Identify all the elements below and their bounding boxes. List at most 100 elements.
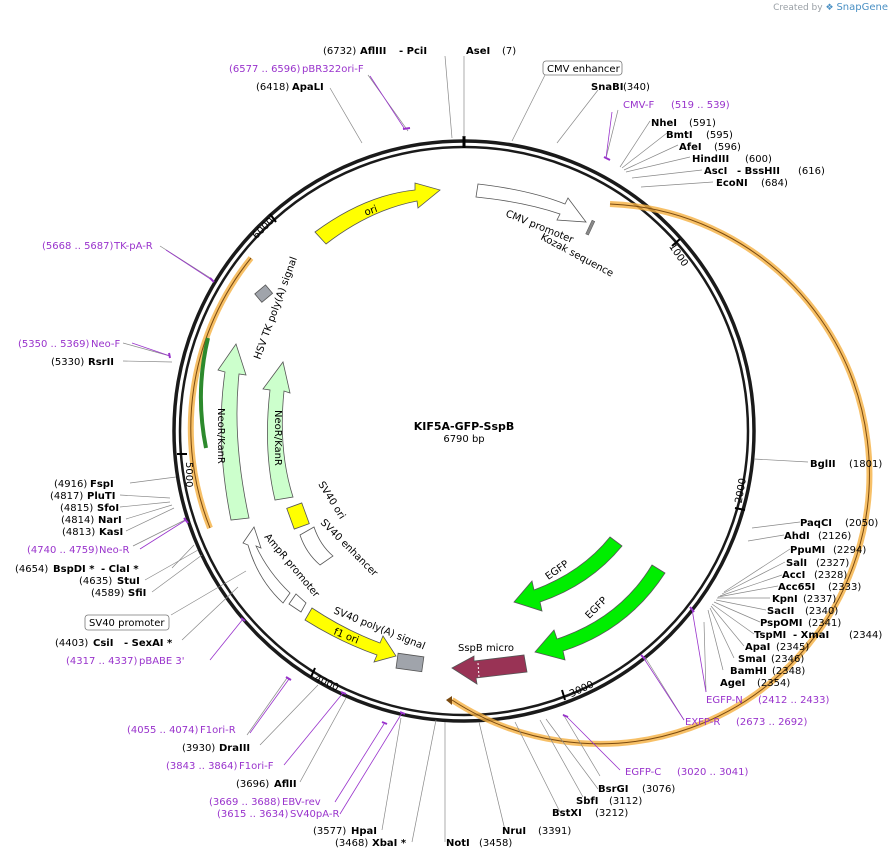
primer-egfp-n: EGFP-N	[706, 695, 743, 706]
site-sfii-pos: (4589)	[91, 588, 124, 599]
sspb-micro-feature	[451, 654, 528, 685]
site-bspdi: BspDI *	[53, 564, 95, 575]
site-stui-pos: (4635)	[79, 576, 112, 587]
sv40-enhancer-label: SV40 enhancer	[318, 517, 380, 579]
site-ahdi-pos: (2126)	[818, 531, 851, 542]
site-sali: SalI	[786, 558, 807, 569]
site-pspomi-pos: (2341)	[808, 618, 841, 629]
ampr-small-arrow	[288, 593, 307, 613]
site-agei-pos: (2354)	[757, 678, 790, 689]
plasmid-length: 6790 bp	[443, 434, 484, 445]
site-sfii: SfiI	[128, 588, 146, 599]
primer-egfp-c-pos: (3020 .. 3041)	[677, 767, 749, 778]
primer-leader-lines	[131, 75, 707, 815]
primer-pbr322ori: pBR322ori-F	[302, 64, 364, 75]
primer-f1ori-r-pos: (4055 .. 4074)	[127, 725, 199, 736]
site-bsrgi: BsrGI	[598, 784, 628, 795]
site-kasi-pos: (4813)	[62, 527, 95, 538]
sv40-promoter-label: SV40 promoter	[89, 618, 165, 629]
site-sfoi-pos: (4815)	[60, 503, 93, 514]
site-acci-pos: (2328)	[814, 570, 847, 581]
kozak-feature	[585, 219, 596, 236]
site-smai-pos: (2346)	[771, 654, 804, 665]
ampr-promoter-feature	[242, 526, 291, 604]
primer-sv40pa-r: SV40pA-R	[290, 809, 339, 820]
site-afliii: AflIII	[360, 46, 386, 57]
site-clai: - ClaI *	[101, 564, 139, 575]
site-sexai: - SexAI *	[124, 638, 173, 649]
site-noti: NotI	[446, 838, 470, 849]
site-ppumi: PpuMI	[790, 545, 825, 556]
site-bsshii: - BssHII	[737, 166, 780, 177]
site-sfoi: SfoI	[97, 503, 119, 514]
site-fspi: FspI	[90, 479, 114, 490]
site-fspi-pos: (4916)	[54, 479, 87, 490]
kozak-label: Kozak sequence	[539, 232, 615, 280]
neo-kan-inner-label: NeoR/KanR	[272, 410, 283, 466]
orange-band-neo-left-core	[190, 257, 252, 529]
egfp-upper-feature	[513, 536, 623, 612]
primer-ebv-rev: EBV-rev	[282, 797, 321, 808]
tick-label-4000: 4000	[313, 673, 341, 694]
site-rsrii-pos: (5330)	[51, 357, 84, 368]
primer-egfp-c: EGFP-C	[625, 767, 661, 778]
site-kpni-pos: (2337)	[803, 594, 836, 605]
site-labels: (6732) AflIII - PciI AseI (7) (6577 .. 6…	[15, 46, 882, 849]
site-nari: NarI	[98, 515, 122, 526]
primer-f1ori-f-pos: (3843 .. 3864)	[166, 761, 238, 772]
site-kpni: KpnI	[772, 594, 798, 605]
site-bmti-pos: (595)	[706, 130, 733, 141]
brand-prefix: Created by	[773, 3, 823, 13]
site-bamhi-pos: (2348)	[772, 666, 805, 677]
site-pluti-pos: (4817)	[50, 491, 83, 502]
plasmid-name: KIF5A-GFP-SspB	[414, 420, 515, 433]
site-hpai-pos: (3577)	[313, 826, 346, 837]
primer-f1ori-f: F1ori-F	[239, 761, 274, 772]
site-asei: AseI	[466, 46, 490, 57]
site-bglii: BglII	[810, 459, 836, 470]
cmv-enhancer-box	[542, 60, 623, 76]
site-nari-pos: (4814)	[61, 515, 94, 526]
site-sacii: SacII	[767, 606, 794, 617]
site-bsrgi-pos: (3076)	[642, 784, 675, 795]
site-bstxi-pos: (3212)	[595, 808, 628, 819]
site-afei-pos: (596)	[714, 142, 741, 153]
primer-neo-f-pos: (5350 .. 5369)	[18, 339, 90, 350]
tick-label-2000: 2000	[734, 477, 749, 504]
site-sbfi-pos: (3112)	[609, 796, 642, 807]
sv40-ori-feature	[286, 502, 310, 530]
site-paqci-pos: (2050)	[845, 518, 878, 529]
primer-pbabe3: pBABE 3'	[139, 656, 185, 667]
site-sacii-pos: (2340)	[805, 606, 838, 617]
primer-marks	[168, 127, 695, 725]
site-ppumi-pos: (2294)	[833, 545, 866, 556]
sv40-ori-label: SV40 ori	[315, 480, 347, 522]
ori-feature	[314, 182, 441, 245]
site-acci: AccI	[782, 570, 805, 581]
site-csii: CsiI	[93, 638, 113, 649]
site-asei-pos: (7)	[502, 46, 516, 57]
neo-kan-outer-label: NeoR/KanR	[215, 408, 226, 464]
site-paqci: PaqCI	[800, 518, 832, 529]
site-nhei-pos: (591)	[689, 118, 716, 129]
orange-band-arrowhead	[446, 696, 452, 705]
primer-neo-r-pos: (4740 .. 4759)	[27, 545, 99, 556]
site-bspdi-pos: (4654)	[15, 564, 48, 575]
site-hpai: HpaI	[351, 826, 377, 837]
site-econi: EcoNI	[716, 178, 748, 189]
site-bstxi: BstXI	[552, 808, 582, 819]
primer-egfp-n-pos: (2412 .. 2433)	[758, 695, 830, 706]
site-nrui-pos: (3391)	[538, 826, 571, 837]
primer-neo-f: Neo-F	[91, 339, 121, 350]
site-csii-pos: (4403)	[55, 638, 88, 649]
primer-exfp-r: EXFP-R	[685, 717, 720, 728]
cmv-enhancer-label: CMV enhancer	[547, 64, 621, 75]
primer-ebv-rev-pos: (3669 .. 3688)	[209, 797, 281, 808]
brand-name: SnapGene	[836, 2, 888, 13]
site-xbai-pos: (3468)	[335, 838, 368, 849]
site-smai: SmaI	[738, 654, 766, 665]
site-tspmi-pos: (2344)	[849, 630, 882, 641]
site-draiii: DraIII	[219, 743, 250, 754]
primer-cmv-f: CMV-F	[623, 100, 654, 111]
